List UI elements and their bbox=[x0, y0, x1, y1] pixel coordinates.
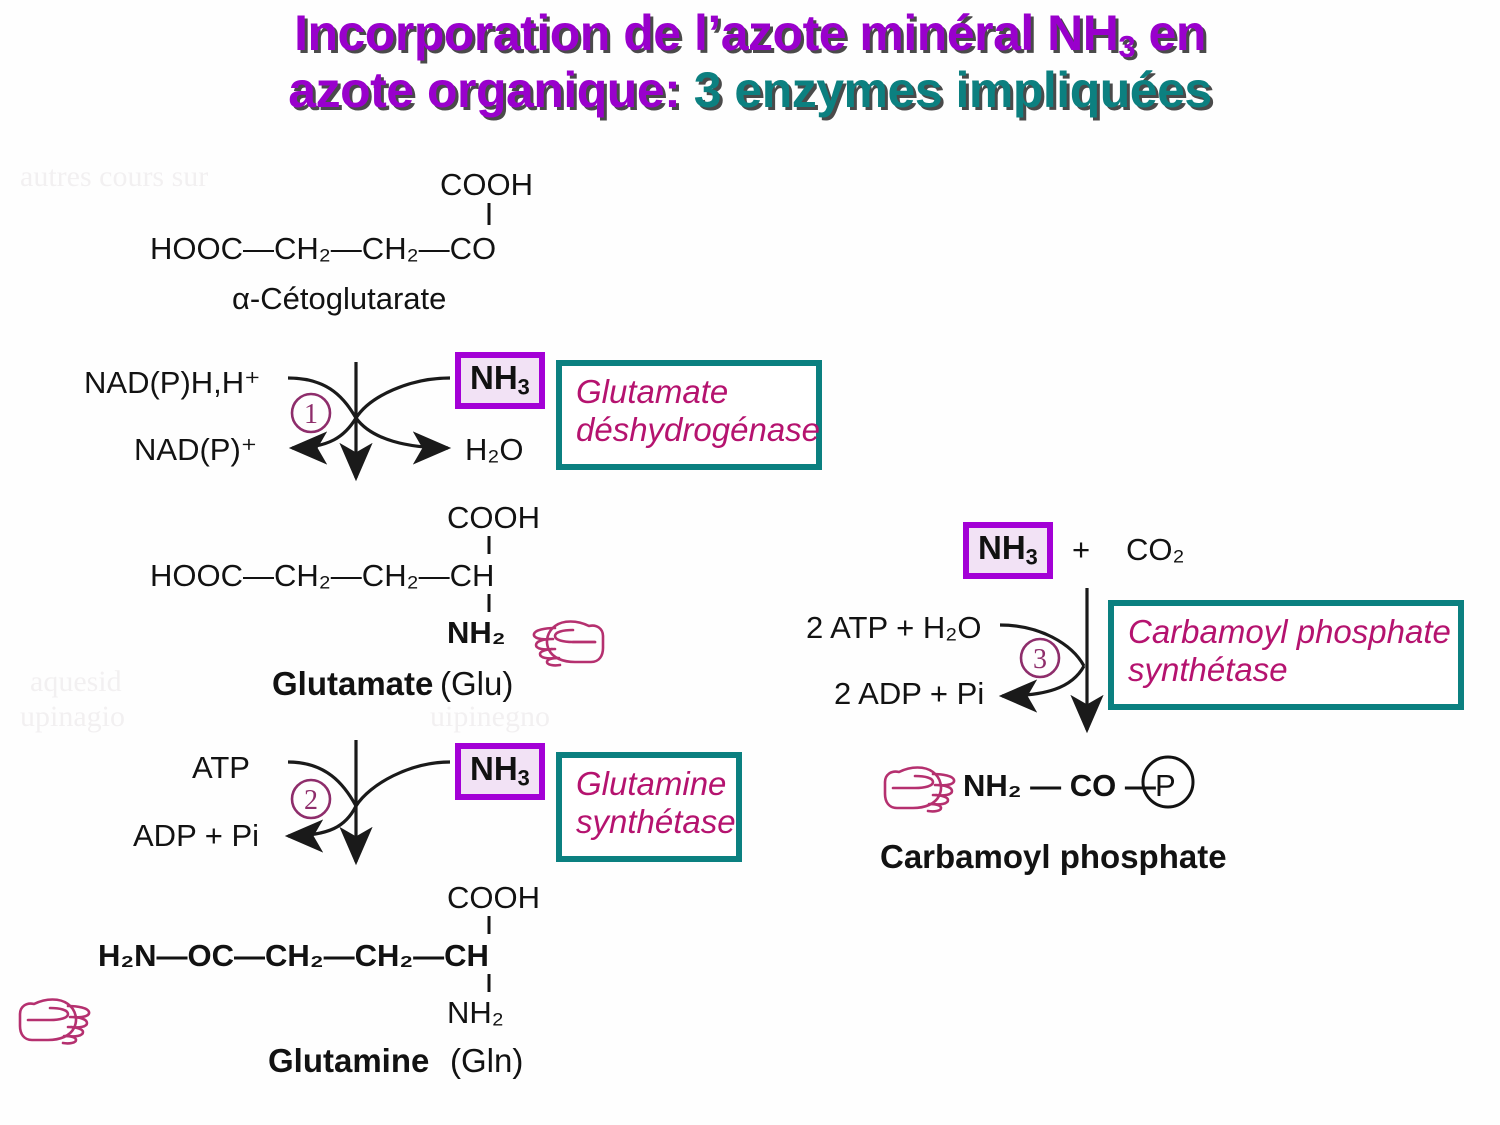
ketoglutarate-cooh: COOH bbox=[440, 167, 533, 202]
nh3-box-reaction2: NH3 bbox=[455, 743, 545, 801]
enzyme-name-line-2: déshydrogénase bbox=[576, 411, 821, 449]
slide-title: Incorporation de l’azote minéral NH3 en … bbox=[0, 0, 1500, 145]
pointing-hand-right-icon bbox=[18, 998, 91, 1045]
reaction2-number-circle bbox=[290, 778, 332, 820]
nh3-label: NH bbox=[978, 529, 1026, 566]
glutamine-backbone: H₂N—OC—CH₂—CH₂—CH bbox=[98, 938, 489, 973]
reaction1-curve-in-right bbox=[354, 376, 451, 419]
glutamate-abbrev: (Glu) bbox=[440, 665, 514, 702]
enzyme-box-glutamate-dehydrogenase: Glutamate déshydrogénase bbox=[556, 360, 822, 470]
glutamate-backbone: HOOC—CH₂—CH₂—CH bbox=[150, 558, 495, 593]
reaction3-number-circle bbox=[1019, 637, 1061, 679]
nh3-label: NH bbox=[470, 750, 518, 787]
pointing-hand-right-icon bbox=[883, 766, 956, 813]
carbamoyl-name: Carbamoyl phosphate bbox=[880, 838, 1227, 875]
reaction1-product-left: NAD(P)⁺ bbox=[134, 432, 258, 467]
enzyme-box-glutamine-synthetase: Glutamine synthétase bbox=[556, 752, 742, 862]
title-line-1: Incorporation de l’azote minéral NH3 en bbox=[0, 6, 1500, 63]
reaction1-number-label: 1 bbox=[304, 399, 318, 430]
carbamoyl-backbone: NH₂ — CO — bbox=[963, 768, 1156, 803]
ketoglutarate-backbone: HOOC—CH₂—CH₂—CO bbox=[150, 231, 497, 266]
enzyme-name-line-2: synthétase bbox=[576, 803, 736, 841]
reaction3-plus-sign: + bbox=[1072, 532, 1091, 567]
nh3-box-reaction1: NH3 bbox=[455, 352, 545, 410]
reaction2-product-left: ADP + Pi bbox=[133, 818, 260, 853]
nh3-subscript: 3 bbox=[1025, 544, 1038, 570]
enzyme-name-line-2: synthétase bbox=[1128, 651, 1288, 689]
scan-ghost-text: upinagio bbox=[20, 700, 125, 733]
reaction2-number-label: 2 bbox=[304, 785, 318, 816]
reaction3-curve-out-left bbox=[998, 665, 1086, 713]
enzyme-name-line-1: Glutamine bbox=[576, 765, 727, 802]
glutamine-amine: NH₂ bbox=[447, 995, 504, 1030]
reaction1-curve-out-left bbox=[288, 417, 358, 465]
nh3-box-reaction3: NH3 bbox=[963, 522, 1053, 580]
reaction2-curve-out-left bbox=[284, 805, 358, 853]
glutamate-cooh: COOH bbox=[447, 500, 540, 535]
reaction2-curve-in-left bbox=[287, 760, 358, 807]
enzyme-box-carbamoyl-phosphate-synthetase: Carbamoyl phosphate synthétase bbox=[1108, 600, 1464, 710]
reaction1-curve-out-right bbox=[354, 417, 452, 465]
nh3-subscript: 3 bbox=[517, 765, 530, 791]
glutamine-cooh: COOH bbox=[447, 880, 540, 915]
reaction1-number-circle bbox=[290, 392, 332, 434]
scan-ghost-text: aquesid bbox=[30, 665, 122, 698]
reaction1-reactant-left: NAD(P)H,H⁺ bbox=[84, 365, 261, 400]
title-line-2-teal: 3 enzymes impliquées bbox=[693, 62, 1213, 119]
enzyme-name-line-1: Glutamate bbox=[576, 373, 729, 410]
reaction3-reactant-left: 2 ATP + H₂O bbox=[806, 610, 982, 645]
reaction3-product-left: 2 ADP + Pi bbox=[834, 676, 985, 711]
title-line-2-purple: azote organique: bbox=[288, 62, 694, 119]
title-line-2: azote organique: 3 enzymes impliquées bbox=[0, 63, 1500, 117]
glutamate-name: Glutamate bbox=[272, 665, 434, 702]
scan-ghost-text: uipinegno bbox=[430, 700, 550, 733]
title-nh3-subscript: 3 bbox=[1118, 28, 1136, 64]
glutamine-name: Glutamine bbox=[268, 1042, 430, 1079]
reaction1-product-right: H₂O bbox=[465, 432, 524, 467]
carbamoyl-phosphate-letter: P bbox=[1155, 768, 1176, 803]
title-line-1-text-a: Incorporation de l’azote minéral NH bbox=[294, 5, 1119, 61]
scan-ghost-text: autres cours sur bbox=[20, 160, 209, 193]
nh3-label: NH bbox=[470, 359, 518, 396]
reaction3-co2: CO₂ bbox=[1126, 532, 1185, 567]
title-line-1-text-b: en bbox=[1135, 5, 1207, 61]
reaction3-number-label: 3 bbox=[1033, 644, 1047, 675]
reaction2-reactant-left: ATP bbox=[192, 750, 250, 785]
glutamine-abbrev: (Gln) bbox=[450, 1042, 524, 1079]
reaction3-curve-in-left bbox=[999, 623, 1086, 667]
nh3-subscript: 3 bbox=[517, 374, 530, 400]
reaction1-curve-in-left bbox=[287, 376, 358, 419]
ketoglutarate-name: α-Cétoglutarate bbox=[232, 281, 447, 316]
enzyme-name-line-1: Carbamoyl phosphate bbox=[1128, 613, 1451, 650]
reaction2-curve-in-right bbox=[354, 760, 451, 807]
glutamate-amine: NH₂ bbox=[447, 615, 506, 650]
pointing-hand-left-icon bbox=[532, 620, 605, 667]
